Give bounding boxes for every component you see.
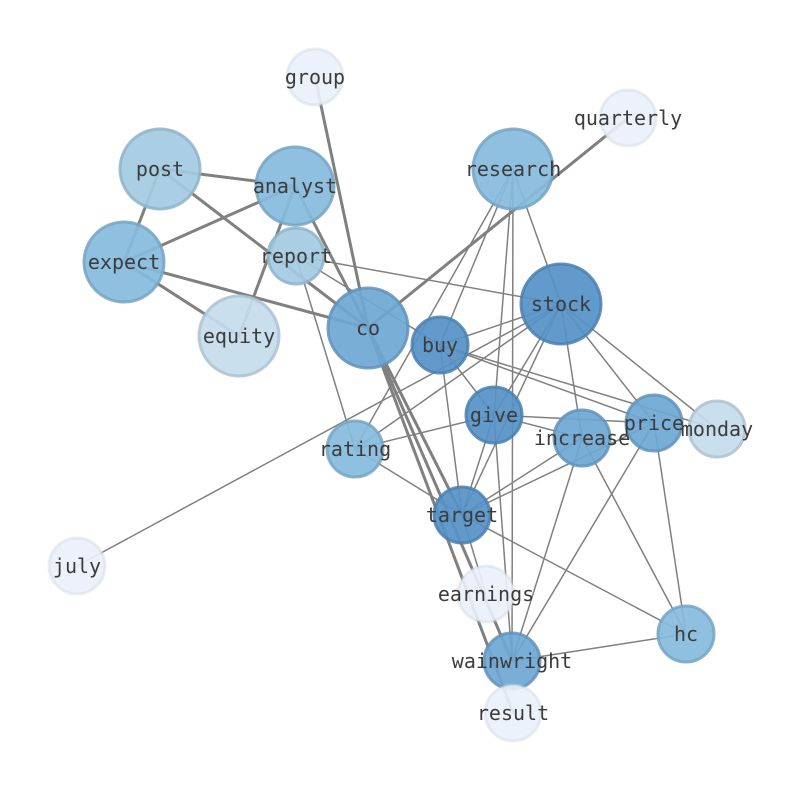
node-label-stock: stock [531, 292, 591, 316]
node-rating [325, 419, 385, 479]
labels-layer: group quarterly post analyst research expect r… [53, 65, 753, 725]
node-label-increase: increase [534, 426, 630, 450]
node-group [285, 47, 345, 107]
node-label-july: july [53, 554, 101, 578]
node-label-group: group [285, 65, 345, 89]
node-analyst [254, 145, 336, 227]
node-price [624, 393, 684, 453]
node-quarterly [598, 88, 658, 148]
edge-stock-july [76, 303, 562, 567]
node-label-expect: expect [88, 250, 160, 274]
nodes-layer [47, 47, 747, 743]
edge-increase-wainwright [511, 437, 583, 662]
node-post [118, 127, 202, 211]
edge-group-co [313, 75, 370, 330]
node-label-wainwright: wainwright [452, 649, 572, 673]
node-label-research: research [465, 157, 561, 181]
edge-quarterly-co [366, 116, 630, 330]
edge-report-rating [295, 255, 356, 450]
node-label-give: give [470, 403, 518, 427]
node-label-monday: monday [681, 417, 753, 441]
edge-price-wainwright [511, 422, 655, 662]
node-buy [410, 315, 470, 375]
node-expect [82, 220, 166, 304]
edge-expect-co [122, 260, 370, 330]
node-label-analyst: analyst [253, 174, 337, 198]
edge-increase-hc [581, 437, 687, 635]
node-label-co: co [356, 316, 380, 340]
node-label-hc: hc [674, 622, 698, 646]
node-hc [656, 604, 716, 664]
edge-buy-price [439, 344, 655, 424]
edge-price-hc [653, 422, 687, 635]
edge-stock-rating [354, 303, 562, 450]
node-label-buy: buy [422, 333, 458, 357]
edge-target-hc [461, 514, 687, 635]
edge-post-co [158, 167, 370, 330]
node-give [464, 385, 524, 445]
node-label-equity: equity [203, 324, 275, 348]
node-label-quarterly: quarterly [574, 106, 682, 130]
node-label-result: result [477, 701, 549, 725]
node-label-target: target [426, 503, 498, 527]
node-label-report: report [260, 244, 332, 268]
node-report [266, 226, 326, 286]
node-earnings [456, 564, 516, 624]
node-label-rating: rating [319, 437, 391, 461]
edge-report-stock [295, 255, 562, 305]
node-target [432, 485, 492, 545]
node-stock [519, 262, 603, 346]
node-label-post: post [136, 157, 184, 181]
node-equity [197, 294, 281, 378]
node-co [326, 286, 410, 370]
node-monday [687, 399, 747, 459]
node-research [471, 127, 555, 211]
edge-research-rating [354, 168, 514, 450]
node-result [483, 683, 543, 743]
edge-give-wainwright [493, 414, 513, 662]
edge-price-target [461, 422, 655, 516]
node-july [47, 536, 107, 596]
node-increase [552, 408, 612, 468]
node-label-price: price [624, 411, 684, 435]
node-label-earnings: earnings [438, 582, 534, 606]
